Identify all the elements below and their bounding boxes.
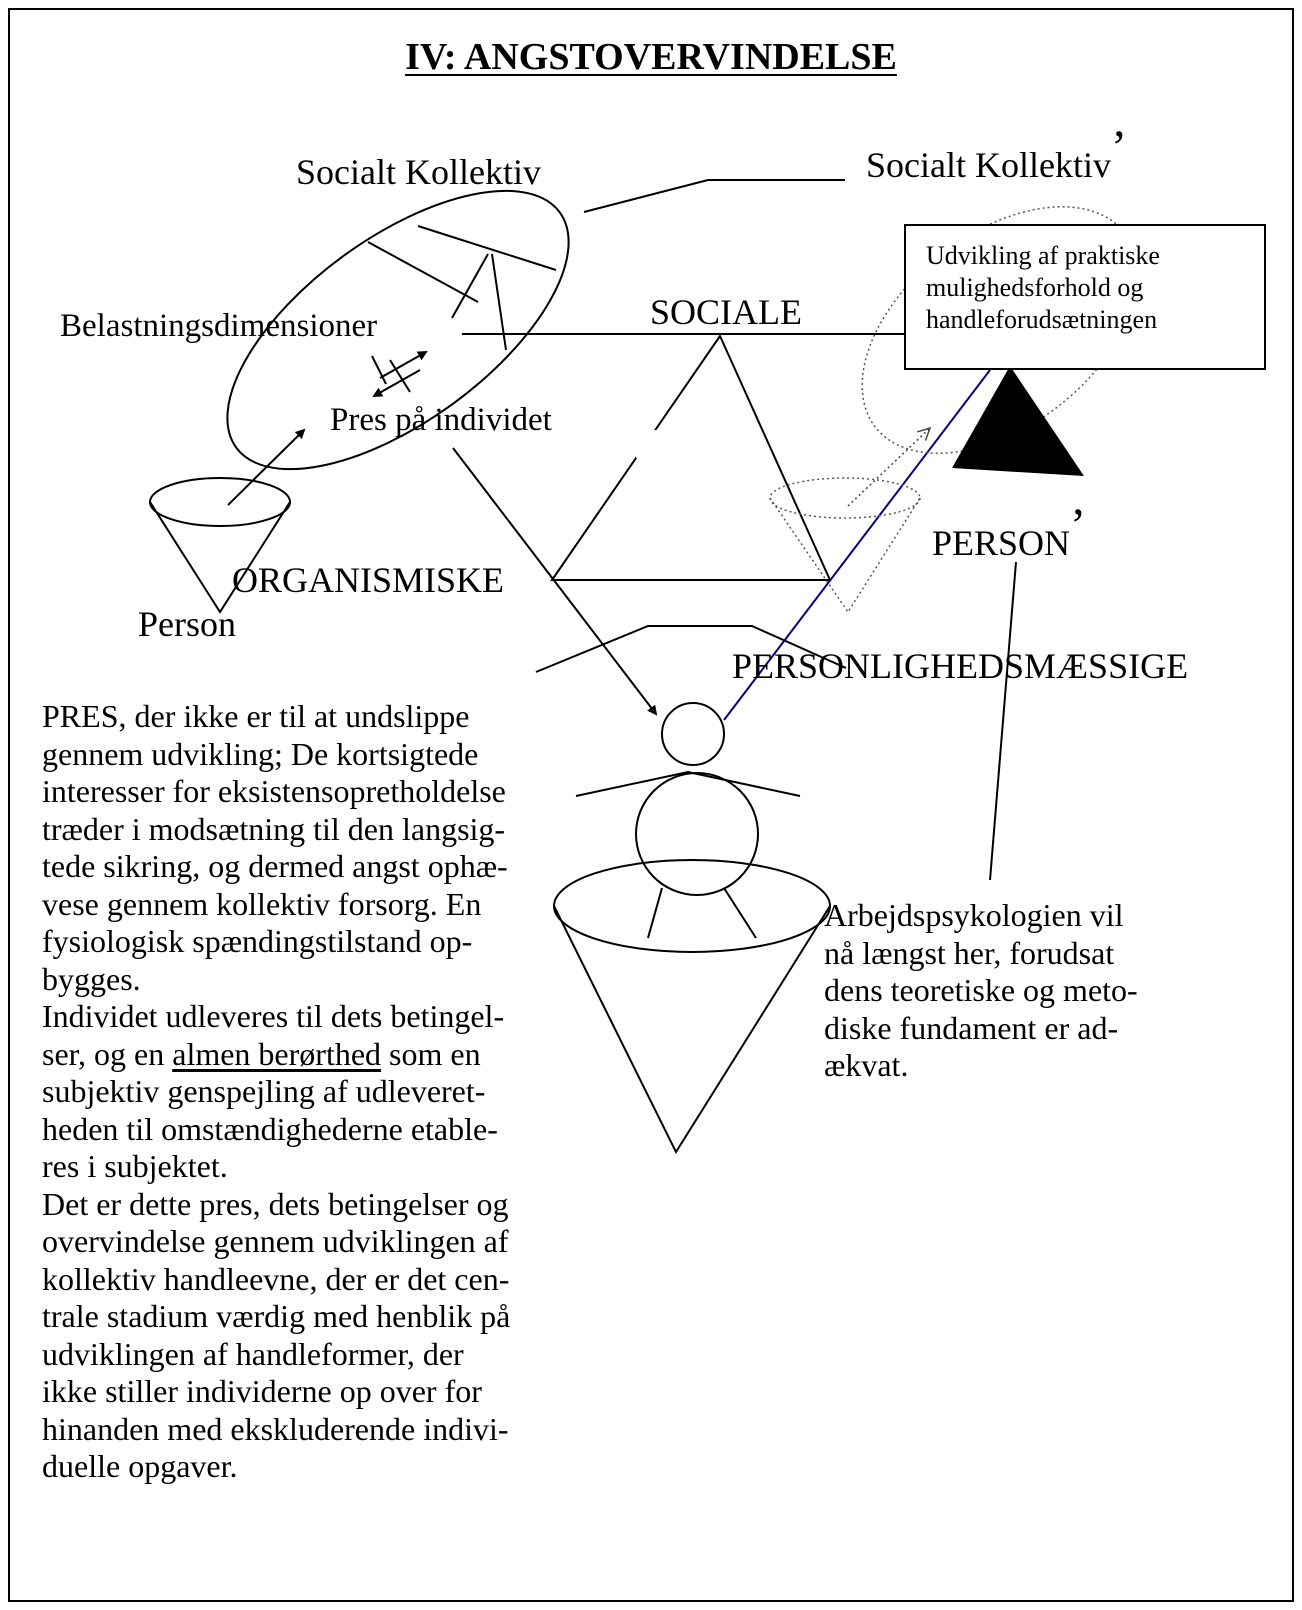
page-frame (8, 8, 1294, 1602)
para-line: bygges. (42, 960, 141, 997)
triangle-gap (636, 430, 662, 458)
para-line: kollektiv handleevne, der er det cen- (42, 1260, 510, 1297)
figure-arms-line (575, 770, 801, 797)
black-triangle (952, 366, 1084, 476)
double-arrow-down (372, 369, 421, 397)
para-line: PRES, der ikke er til at undslippe (42, 698, 470, 734)
para-line: trale stadium værdig med henblik på (42, 1298, 511, 1334)
left-paragraph: PRES, der ikke er til at undslippe genne… (42, 698, 510, 1486)
person-arrow (227, 428, 306, 506)
crossbar-1 (371, 355, 387, 385)
person-prime-connector (989, 561, 1017, 881)
social-collective-ellipse (226, 189, 570, 471)
box-line: mulighedsforhold og (926, 273, 1144, 302)
figure-cone-top (553, 859, 831, 953)
para-line: dens teoretiske og meto- (824, 972, 1138, 1008)
box-line: handleforudsætningen (926, 305, 1158, 334)
figure-body (635, 772, 759, 896)
para-line: heden til omstændighederne etable- (42, 1110, 498, 1147)
label-socialt-kollektiv: Socialt Kollektiv (296, 152, 541, 192)
label-socialt-kollektiv-prime: Socialt Kollektiv’ (866, 121, 1127, 185)
figure-head (661, 702, 725, 766)
person-prime-dotted-cone (769, 497, 921, 614)
para-line: overvindelse gennem udviklingen af (42, 1223, 509, 1259)
black-triangle-notch (1008, 472, 1020, 478)
page-title: IV: ANGSTOVERVINDELSE (405, 36, 897, 78)
figure-cone-body (553, 905, 831, 1155)
development-box: Udvikling af praktiske mulighedsforhold … (904, 224, 1266, 370)
underlined-term: almen berørthed (172, 1035, 382, 1072)
central-triangle (550, 333, 832, 581)
label-sociale: SOCIALE (650, 292, 802, 332)
para-line: ser, og en almen berørthed som en (42, 1035, 481, 1072)
para-line: nå længst her, forudsat (824, 934, 1115, 971)
para-line: tede sikring, og dermed angst ophæ- (42, 848, 508, 884)
person-cone-top (149, 477, 291, 527)
para-line: hinanden med ekskluderende indivi- (42, 1410, 509, 1447)
connector-social-collective-prime (583, 179, 845, 213)
collective-line-4 (451, 253, 489, 319)
box-line: Udvikling af praktiske (926, 241, 1160, 270)
para-line: Individet udleveres til dets betingel- (42, 998, 505, 1034)
para-line: udviklingen af handleformer, der (42, 1335, 464, 1372)
label-person-prime: PERSON’ (932, 499, 1087, 563)
para-line: gennem udvikling; De kortsigtede (42, 735, 479, 772)
right-paragraph: Arbejdspsykologien vil nå længst her, fo… (824, 897, 1138, 1085)
label-personlighedsmaessige: PERSONLIGHEDSMÆSSIGE (732, 646, 1189, 686)
double-arrow-up (379, 351, 428, 379)
hat-line (535, 625, 847, 673)
para-line: vese gennem kollektiv forsorg. En (42, 885, 482, 922)
para-line: træder i modsætning til den langsig- (42, 810, 506, 847)
label-belastningsdimensioner: Belastningsdimensioner (60, 308, 378, 344)
collective-line-2 (417, 225, 557, 271)
para-line: diske fundament er ad- (824, 1009, 1119, 1046)
para-line: duelle opgaver. (42, 1448, 238, 1484)
person-cone-body (149, 501, 291, 614)
para-line: ikke stiller individerne op over for (42, 1373, 482, 1409)
dotted-arrow (847, 428, 930, 507)
para-line: fysiologisk spændingstilstand op- (42, 923, 473, 959)
figure-leg-left (647, 887, 663, 939)
para-line: interesser for eksistensopretholdelse (42, 773, 506, 809)
crossbar-2 (389, 359, 411, 393)
development-blue-line (723, 369, 991, 721)
para-line: subjektiv genspejling af udleveret- (42, 1073, 486, 1109)
collective-line-1 (367, 241, 479, 303)
para-line: Arbejdspsykologien vil (824, 897, 1124, 933)
collective-line-3 (491, 253, 507, 351)
label-pres-paa-individet: Pres på individet (330, 402, 552, 438)
pres-arrow-to-figure (452, 447, 658, 716)
figure-leg-right (723, 887, 757, 939)
label-organismiske: ORGANISMISKE (232, 560, 505, 600)
para-line: Det er dette pres, dets betingelser og (42, 1185, 509, 1222)
label-person: Person (138, 604, 236, 644)
para-line: ækvat. (824, 1047, 909, 1083)
para-line: res i subjektet. (42, 1148, 228, 1184)
